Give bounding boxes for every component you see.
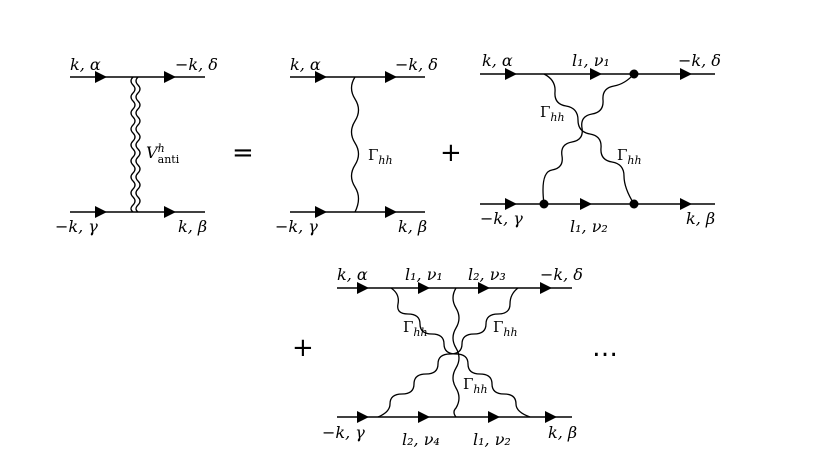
wavy-line: [452, 287, 460, 418]
arrow: [505, 68, 517, 80]
arrow: [418, 411, 430, 423]
label-k-alpha: k, α: [290, 55, 321, 74]
arrow: [164, 71, 176, 83]
wavy-line: [377, 287, 519, 418]
wavy-line: [542, 73, 635, 205]
arrow: [357, 282, 369, 294]
arrow: [590, 68, 602, 80]
label-mk-gamma: −k, γ: [55, 217, 98, 236]
arrow: [95, 71, 107, 83]
arrow: [478, 282, 490, 294]
arrow: [680, 68, 692, 80]
arrow: [418, 282, 430, 294]
label-gamma-hh: Γhh: [368, 146, 393, 167]
label-mk-gamma: −k, γ: [275, 217, 318, 236]
arrow: [357, 411, 369, 423]
arrow: [95, 206, 107, 218]
label-mk-delta: −k, δ: [175, 55, 218, 74]
arrow: [680, 198, 692, 210]
wavy-line: [390, 287, 531, 418]
label-l1-nu2: l₁, ν₂: [570, 217, 608, 236]
arrow: [580, 198, 592, 210]
label-gamma-hh: Γhh: [617, 146, 642, 167]
label-l1-nu2: l₁, ν₂: [473, 430, 511, 449]
label-l1-nu1: l₁, ν₁: [405, 265, 443, 284]
label-mk-delta: −k, δ: [395, 55, 438, 74]
diagram-crossed-exchange: k, α l₁, ν₁ −k, δ −k, γ l₁, ν₂ k, β Γhh …: [480, 51, 721, 236]
label-gamma-hh: Γhh: [493, 318, 518, 339]
label-k-alpha: k, α: [337, 265, 368, 284]
label-gamma-hh: Γhh: [540, 103, 565, 124]
label-k-beta: k, β: [548, 423, 577, 442]
ellipsis: …: [592, 333, 618, 363]
arrow: [315, 206, 327, 218]
arrow: [385, 206, 397, 218]
arrow: [540, 282, 552, 294]
arrow: [385, 71, 397, 83]
label-l2-nu4: l₂, ν₄: [402, 430, 440, 449]
label-mk-gamma: −k, γ: [480, 209, 523, 228]
arrow: [164, 206, 176, 218]
label-mk-delta: −k, δ: [678, 51, 721, 70]
label-k-beta: k, β: [398, 217, 427, 236]
label-k-alpha: k, α: [482, 51, 513, 70]
arrow: [315, 71, 327, 83]
double-wavy-line: [135, 76, 141, 213]
plus-sign: +: [440, 138, 462, 168]
wavy-line: [543, 73, 635, 205]
equals-sign: =: [232, 138, 254, 168]
arrow: [488, 411, 500, 423]
arrow: [545, 411, 557, 423]
plus-sign: +: [292, 333, 314, 363]
diagram-single-exchange: k, α −k, δ −k, γ k, β Γhh: [275, 55, 438, 236]
label-l2-nu3: l₂, ν₃: [468, 265, 506, 284]
diagram-triple-crossed-exchange: k, α l₁, ν₁ l₂, ν₃ −k, δ −k, γ l₂, ν₄ l₁…: [322, 265, 583, 449]
wavy-line: [350, 76, 360, 213]
label-k-beta: k, β: [178, 217, 207, 236]
label-k-beta: k, β: [686, 209, 715, 228]
label-k-alpha: k, α: [70, 55, 101, 74]
label-gamma-hh: Γhh: [463, 375, 488, 396]
label-mk-delta: −k, δ: [540, 265, 583, 284]
arrow: [505, 198, 517, 210]
label-mk-gamma: −k, γ: [322, 423, 365, 442]
label-gamma-hh: Γhh: [403, 318, 428, 339]
double-wavy-line: [130, 76, 136, 213]
label-l1-nu1: l₁, ν₁: [572, 51, 610, 70]
